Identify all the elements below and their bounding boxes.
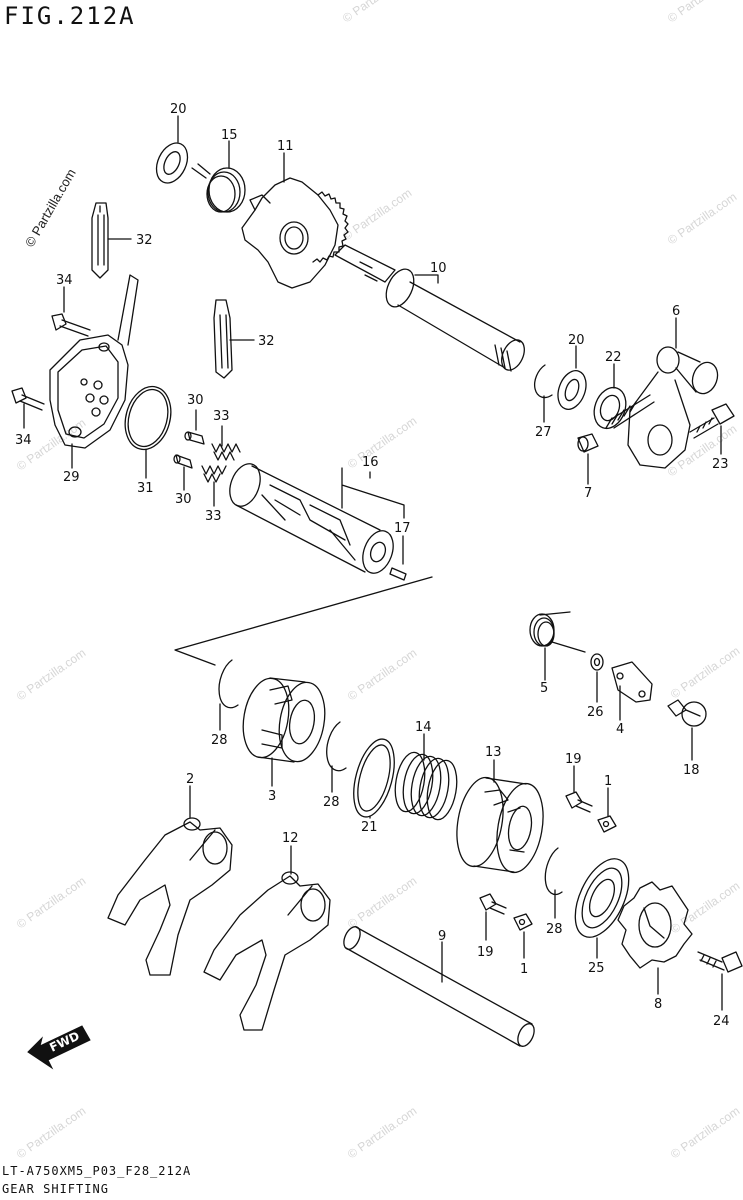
part-4-stopper (611, 661, 653, 703)
callout-14: 14 (415, 720, 432, 735)
callout-1: 1 (520, 962, 528, 977)
part-13-cam-drum (456, 776, 544, 874)
callout-31: 31 (137, 481, 154, 496)
callout-33: 33 (213, 409, 230, 424)
part-34-bolt-lower (11, 387, 45, 411)
callout-32: 32 (136, 233, 153, 248)
part-8-star-gear (617, 881, 693, 969)
part-30-pin-lower (173, 454, 193, 469)
part-23-bolt (689, 403, 735, 439)
part-2-shift-fork (107, 817, 233, 976)
callout-28: 28 (546, 922, 563, 937)
callout-20: 20 (170, 102, 187, 117)
callout-27: 27 (535, 425, 552, 440)
callout-24: 24 (713, 1014, 730, 1029)
part-28-circlip-c (544, 847, 563, 896)
part-24-bolt (697, 951, 743, 973)
callout-30: 30 (175, 492, 192, 507)
part-11-gear-segment (241, 177, 349, 289)
part-16-shift-drum (229, 463, 394, 574)
part-33-spring-lower (201, 465, 227, 483)
callout-28: 28 (211, 733, 228, 748)
part-21-washer (353, 738, 395, 818)
callout-labels: 20 15 11 32 10 34 32 6 20 22 34 30 33 27… (15, 102, 730, 1029)
part-31-o-ring (124, 385, 172, 451)
callout-21: 21 (361, 820, 378, 835)
part-17-pin (389, 567, 407, 581)
part-32-strip-middle (213, 299, 233, 379)
part-10-shift-shaft (334, 244, 525, 372)
callout-34: 34 (15, 433, 32, 448)
part-12-shift-fork (203, 871, 331, 1031)
callout-5: 5 (540, 681, 548, 696)
callout-11: 11 (277, 139, 294, 154)
part-32-strip-top (91, 202, 109, 279)
part-6-shift-lever (605, 346, 719, 469)
part-34-bolt-upper (51, 313, 91, 337)
callout-33: 33 (205, 509, 222, 524)
part-5-spring (529, 611, 586, 653)
callout-20: 20 (568, 333, 585, 348)
part-1-nut-upper (597, 815, 617, 833)
callout-19: 19 (565, 752, 582, 767)
part-19-bolt-lower (479, 893, 507, 915)
part-18-bolt (667, 699, 707, 727)
callout-12: 12 (282, 831, 299, 846)
part-1-nut-lower (513, 913, 533, 931)
callout-13: 13 (485, 745, 502, 760)
diagram-code: LT-A750XM5_P03_F28_212A (2, 1164, 192, 1178)
diagram-divider (174, 576, 433, 666)
callout-25: 25 (588, 961, 605, 976)
callout-4: 4 (616, 722, 624, 737)
callout-32: 32 (258, 334, 275, 349)
part-9-fork-shaft (343, 926, 535, 1047)
part-20-washer-right (557, 370, 587, 410)
diagram-caption: GEAR SHIFTING (2, 1182, 109, 1196)
part-22-bearing (593, 386, 627, 430)
callout-29: 29 (63, 470, 80, 485)
part-29-cover (49, 274, 139, 449)
part-25-bearing (574, 858, 630, 938)
part-28-circlip-b (326, 721, 347, 772)
leader-16 (341, 467, 405, 519)
part-33-spring-upper (211, 443, 241, 461)
callout-30: 30 (187, 393, 204, 408)
leader-10 (414, 274, 439, 284)
callout-1: 1 (604, 774, 612, 789)
callout-28: 28 (323, 795, 340, 810)
part-7-collar (577, 433, 599, 453)
part-26-washer (590, 653, 604, 671)
part-30-pin-upper (184, 431, 205, 445)
callout-10: 10 (430, 261, 447, 276)
part-3-drum-cam (242, 677, 326, 763)
fwd-arrow-icon: FWD (27, 1025, 91, 1070)
callout-17: 17 (394, 521, 411, 536)
callout-6: 6 (672, 304, 680, 319)
callout-23: 23 (712, 457, 729, 472)
part-27-circlip (534, 364, 553, 399)
part-19-bolt-upper (565, 791, 593, 813)
callout-8: 8 (654, 997, 662, 1012)
callout-2: 2 (186, 772, 194, 787)
callout-15: 15 (221, 128, 238, 143)
callout-3: 3 (268, 789, 276, 804)
callout-9: 9 (438, 929, 446, 944)
callout-7: 7 (584, 486, 592, 501)
callout-19: 19 (477, 945, 494, 960)
part-14-spring (394, 751, 458, 821)
callout-34: 34 (56, 273, 73, 288)
callout-26: 26 (587, 705, 604, 720)
part-15-spring (191, 163, 246, 213)
figure-title: FIG.212A (4, 2, 136, 30)
callout-16: 16 (362, 455, 379, 470)
callout-18: 18 (683, 763, 700, 778)
part-28-circlip-a (218, 659, 239, 709)
part-20-washer-top (155, 142, 189, 184)
callout-22: 22 (605, 350, 622, 365)
